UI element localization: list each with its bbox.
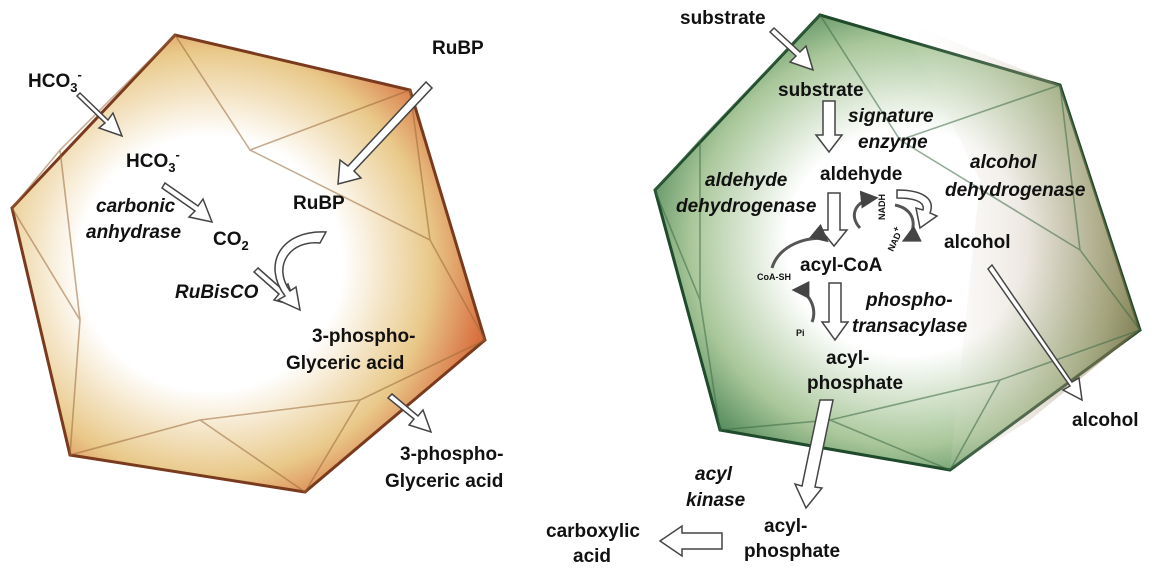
label-pga-inside-2: Glyceric acid: [286, 353, 404, 374]
label-pga-outside-1: 3-phospho-: [400, 444, 503, 465]
label-acylp-outside-1: acyl-: [764, 516, 807, 537]
label-nadh: NADH: [877, 194, 887, 220]
label-rubisco: RuBisCO: [175, 282, 259, 303]
label-acylcoa: acyl-CoA: [800, 255, 883, 276]
label-acylp-inside-1: acyl-: [826, 348, 869, 369]
arrow-carboxylic: [660, 526, 722, 556]
label-coash: CoA-SH: [757, 272, 791, 282]
label-alcohol-dh-1: alcohol: [970, 152, 1037, 173]
label-aldehyde-dh-1: aldehyde: [705, 170, 788, 191]
label-pi: Pi: [796, 328, 805, 338]
label-carboxylic-2: acid: [573, 546, 611, 567]
label-hco3-outside: HCO3-: [28, 67, 82, 95]
label-phospho-2: transacylase: [852, 316, 968, 337]
label-acylp-inside-2: phosphate: [807, 373, 903, 394]
label-alcohol-dh-2: dehydrogenase: [945, 180, 1086, 201]
label-rubp-inside: RuBP: [293, 193, 345, 214]
label-pga-inside-1: 3-phospho-: [312, 326, 415, 347]
label-carbonic-2: anhydrase: [86, 222, 181, 243]
label-acyl-kinase-1: acyl: [695, 464, 733, 485]
label-substrate-inside: substrate: [778, 80, 864, 101]
label-pga-outside-2: Glyceric acid: [385, 471, 503, 492]
label-acyl-kinase-2: kinase: [686, 490, 746, 511]
label-carbonic-1: carbonic: [96, 196, 176, 217]
label-signature-1: signature: [848, 106, 934, 127]
label-aldehyde: aldehyde: [820, 164, 902, 185]
label-rubp-outside: RuBP: [432, 38, 484, 59]
label-aldehyde-dh-2: dehydrogenase: [676, 196, 817, 217]
label-alcohol-outside: alcohol: [1072, 410, 1139, 431]
label-carboxylic-1: carboxylic: [546, 521, 640, 542]
label-substrate-outside: substrate: [680, 8, 766, 29]
label-signature-2: enzyme: [858, 132, 928, 153]
label-alcohol-inside: alcohol: [944, 232, 1011, 253]
label-phospho-1: phospho-: [865, 290, 953, 311]
label-acylp-outside-2: phosphate: [744, 541, 840, 562]
